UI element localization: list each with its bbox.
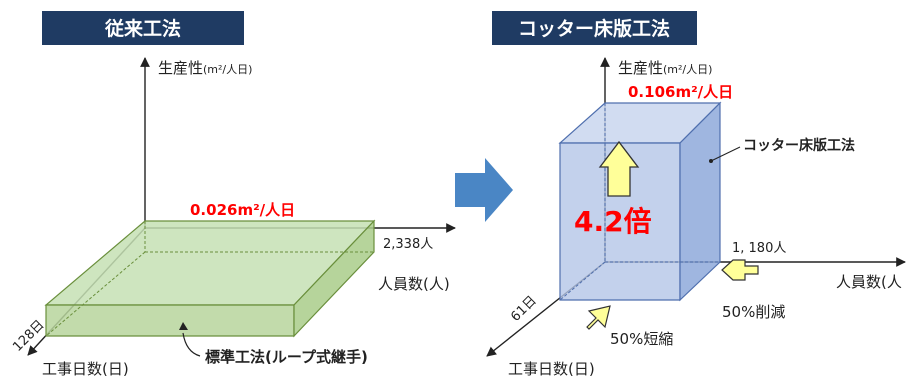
left-y-axis-label: 生産性(m²/人日) [158, 59, 252, 77]
right-title-badge: コッター床版工法 [492, 11, 697, 45]
right-box-side [679, 101, 721, 302]
transition-arrow-icon [455, 158, 513, 222]
right-x-axis-label: 人員数(人 [836, 273, 902, 291]
shortening-arrow-icon [586, 305, 611, 330]
right-y-axis-label: 生産性(m²/人日) [618, 59, 712, 77]
right-multiplier: 4.2倍 [574, 205, 652, 238]
right-box [558, 101, 722, 302]
right-reduction-label: 50%削減 [722, 303, 785, 321]
right-shortening-label: 50%短縮 [610, 330, 673, 348]
left-productivity-value: 0.026m²/人日 [190, 201, 295, 219]
left-title-badge: 従来工法 [42, 11, 244, 45]
left-x-axis-label: 人員数(人) [378, 275, 450, 293]
right-days-value: 61日 [508, 293, 539, 324]
left-z-axis-label: 工事日数(日) [42, 360, 129, 378]
left-slab-front [45, 304, 295, 337]
right-box-label: コッター床版工法 [743, 137, 855, 154]
left-method-leader [182, 332, 201, 357]
increase-arrow-icon [598, 140, 640, 197]
reduction-arrow-icon [721, 259, 759, 281]
right-title: コッター床版工法 [518, 17, 670, 40]
left-workers-value: 2,338人 [383, 237, 433, 252]
left-title: 従来工法 [104, 17, 181, 40]
right-workers-value: 1, 180人 [732, 241, 786, 256]
left-method-leader-arrowhead [179, 322, 188, 330]
left-slab [44, 219, 376, 338]
right-box-label-leader [710, 146, 741, 162]
right-z-axis-label: 工事日数(日) [508, 360, 595, 378]
left-method-label: 標準工法(ループ式継手) [205, 348, 368, 366]
left-days-value: 128日 [10, 317, 47, 354]
right-productivity-value: 0.106m²/人日 [628, 83, 733, 101]
left-slab-side [293, 219, 375, 338]
